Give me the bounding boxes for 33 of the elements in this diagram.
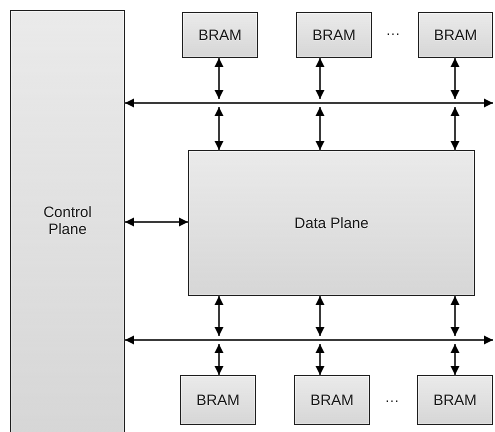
data-plane-box <box>188 150 475 296</box>
double-arrow <box>214 58 224 99</box>
double-arrow <box>214 107 224 150</box>
double-arrow <box>316 296 324 336</box>
node-label: BRAM <box>198 26 242 44</box>
bram-box <box>418 12 493 58</box>
bram-box <box>296 12 372 58</box>
bram-box <box>182 12 258 58</box>
double-arrow <box>316 344 324 375</box>
node-label: BRAM <box>310 392 354 408</box>
double-arrow <box>450 296 460 336</box>
double-arrow <box>214 344 224 375</box>
node-label: BRAM <box>434 26 478 44</box>
double-arrow <box>125 218 188 226</box>
control-plane-box <box>10 10 125 432</box>
double-arrow <box>125 336 493 344</box>
double-arrow <box>450 344 460 375</box>
node-label: BRAM <box>312 26 356 44</box>
node-label: BRAM <box>196 392 240 408</box>
node-label: Data Plane <box>294 214 369 232</box>
node-label: Control Plane <box>42 204 93 238</box>
double-arrow <box>214 296 224 336</box>
ellipsis-text: ··· <box>386 25 400 41</box>
bram-box <box>294 375 370 425</box>
bram-box <box>180 375 256 425</box>
double-arrow <box>450 58 460 99</box>
double-arrow <box>450 107 460 150</box>
double-arrow <box>125 98 493 108</box>
ellipsis-text: ··· <box>385 392 399 408</box>
bram-box <box>417 375 493 425</box>
double-arrow <box>316 58 324 99</box>
node-label: BRAM <box>433 392 477 408</box>
double-arrow <box>316 107 324 150</box>
